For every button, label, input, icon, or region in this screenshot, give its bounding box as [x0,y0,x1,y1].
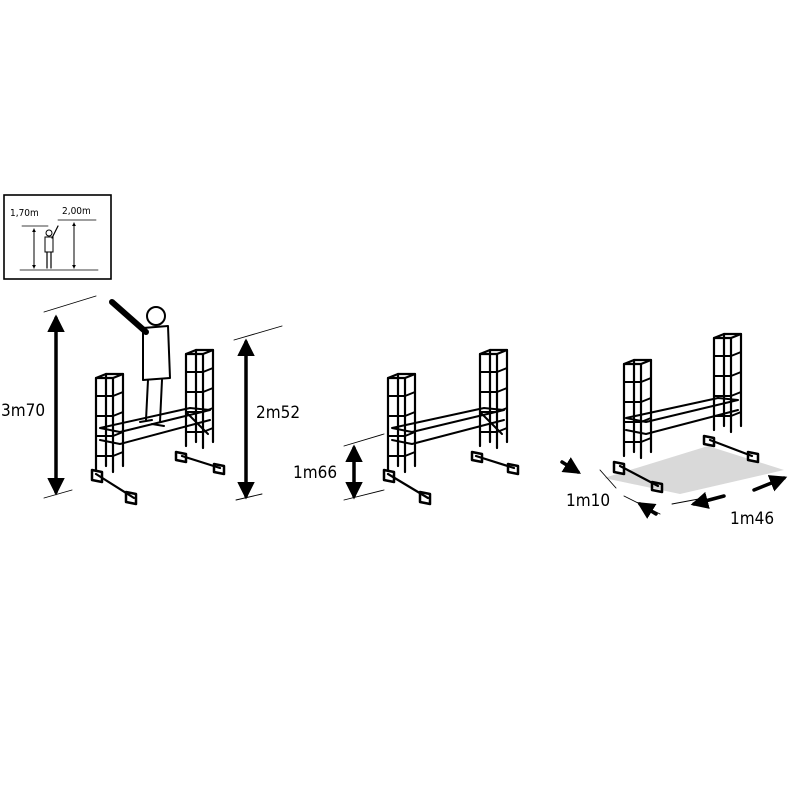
max-reach-label: 3m70 [1,401,45,421]
platform-height-label: 1m66 [293,463,337,483]
platform-top-label: 2m52 [256,403,300,423]
person-height-label: 1,70m [10,208,39,219]
inset-frame [3,194,112,280]
right-ladder [184,348,215,450]
low-ladder-feet [382,450,520,506]
footprint-platform-board [625,397,739,423]
low-height-top-tick [343,433,385,447]
person-figure [109,299,171,427]
low-right-ladder [478,348,509,450]
reach-height-label: 2,00m [62,206,91,217]
height-reference-inset: 1,70m 2,00m [3,194,112,280]
ladder-base-rails [94,454,222,500]
footprint-platform-brace [625,409,739,435]
length-arrow-right [752,475,788,492]
footprint-base-rails [618,438,754,488]
footprint-left-ladder [622,358,653,460]
depth-label: 1m10 [566,491,610,511]
platform-bottom-tick [235,493,263,501]
low-ladder-base-rails [386,454,516,500]
scaffold-low-position: 1m66 [293,348,520,506]
length-arrow-left [690,491,726,509]
ladder-feet [90,450,226,506]
depth-arrow-right [637,502,658,519]
platform-top-tick [233,325,283,341]
scaffold-footprint: 1m10 1m46 [560,332,788,529]
scaffold-with-person: 3m70 2m52 [1,295,300,506]
length-label: 1m46 [730,509,774,529]
max-reach-bottom-tick [43,489,73,499]
low-height-bottom-tick [343,489,385,501]
footprint-right-ladder [712,332,743,434]
depth-guide-1 [599,469,617,489]
small-person-icon [44,225,59,269]
max-reach-top-tick [43,295,97,313]
depth-arrow-left [560,457,581,474]
footprint-ladder-feet [612,434,760,494]
